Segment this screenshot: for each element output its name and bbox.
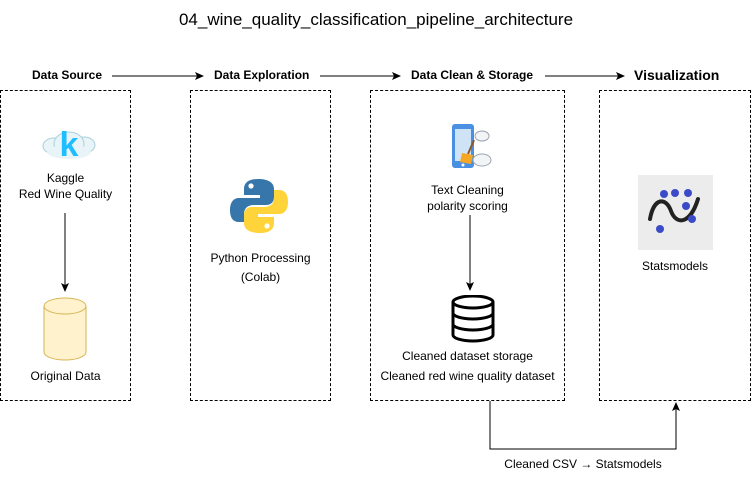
statsmodels-label: Statsmodels bbox=[641, 259, 709, 273]
python-label-line1: Python Processing bbox=[210, 251, 311, 265]
kaggle-icon: k bbox=[42, 126, 96, 164]
visualization-box bbox=[599, 90, 751, 401]
text-cleaning-line1: Text Cleaning bbox=[431, 183, 504, 197]
kaggle-label-line1: Kaggle bbox=[46, 171, 85, 185]
stage-data-clean-storage: Data Clean & Storage bbox=[411, 68, 534, 82]
kaggle-label: Kaggle Red Wine Quality bbox=[0, 170, 131, 202]
storage-label: Cleaned dataset storage Cleaned red wine… bbox=[370, 346, 565, 386]
edge-label-csv: Cleaned CSV → Statsmodels bbox=[504, 457, 662, 471]
storage-label-line1: Cleaned dataset storage bbox=[402, 349, 533, 363]
stage-data-source: Data Source bbox=[32, 68, 103, 82]
data-exploration-box bbox=[190, 90, 331, 401]
arrow-storage-to-statsmodels bbox=[489, 401, 680, 450]
mobile-cleaning-icon bbox=[452, 124, 492, 168]
original-data-label: Original Data bbox=[30, 369, 101, 383]
data-clean-storage-box bbox=[370, 90, 565, 401]
python-label: Python Processing (Colab) bbox=[190, 249, 331, 287]
diagram-title: 04_wine_quality_classification_pipeline_… bbox=[178, 10, 574, 29]
svg-text:k: k bbox=[60, 126, 79, 164]
python-icon bbox=[230, 179, 288, 233]
python-label-line2: (Colab) bbox=[240, 270, 281, 284]
text-cleaning-label: Text Cleaning polarity scoring bbox=[370, 182, 565, 214]
statsmodels-icon bbox=[638, 175, 713, 250]
kaggle-label-line2: Red Wine Quality bbox=[18, 187, 113, 201]
cylinder-database-icon bbox=[43, 297, 87, 361]
data-source-box bbox=[0, 90, 131, 401]
database-icon bbox=[451, 295, 495, 343]
stage-visualization: Visualization bbox=[634, 67, 720, 83]
storage-label-line2: Cleaned red wine quality dataset bbox=[380, 369, 555, 383]
text-cleaning-line2: polarity scoring bbox=[427, 199, 508, 213]
stage-data-exploration: Data Exploration bbox=[214, 68, 310, 82]
